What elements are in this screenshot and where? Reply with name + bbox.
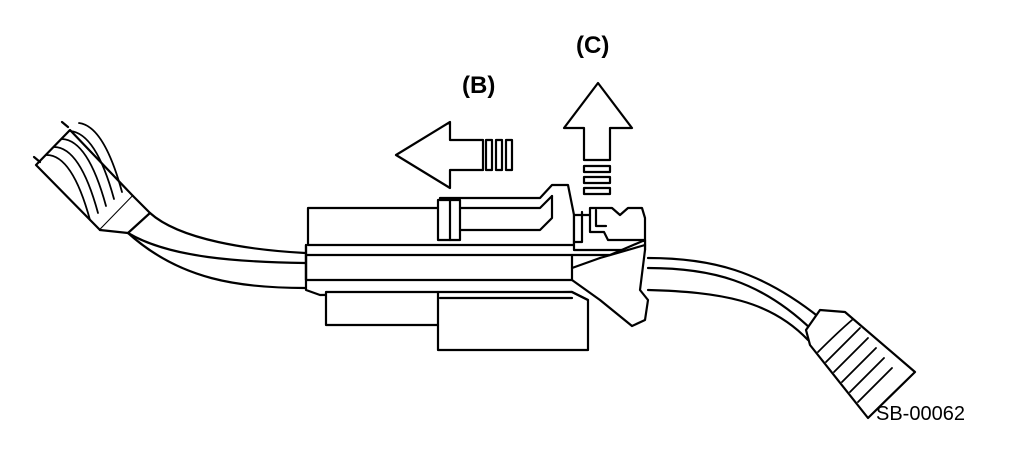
arrow-up-icon: [564, 83, 632, 194]
connector-housing: [306, 185, 648, 350]
right-harness-tube: [806, 310, 915, 418]
label-c: (C): [576, 32, 610, 59]
left-wires: [128, 213, 305, 288]
right-wires: [648, 258, 820, 340]
left-tube-ribs: [46, 123, 122, 220]
diagram-code: SB-00062: [876, 403, 965, 425]
left-harness-tube: [34, 122, 150, 233]
label-b: (B): [462, 72, 496, 99]
arrow-left-icon: [396, 122, 512, 188]
right-tube-ribs: [818, 320, 892, 402]
